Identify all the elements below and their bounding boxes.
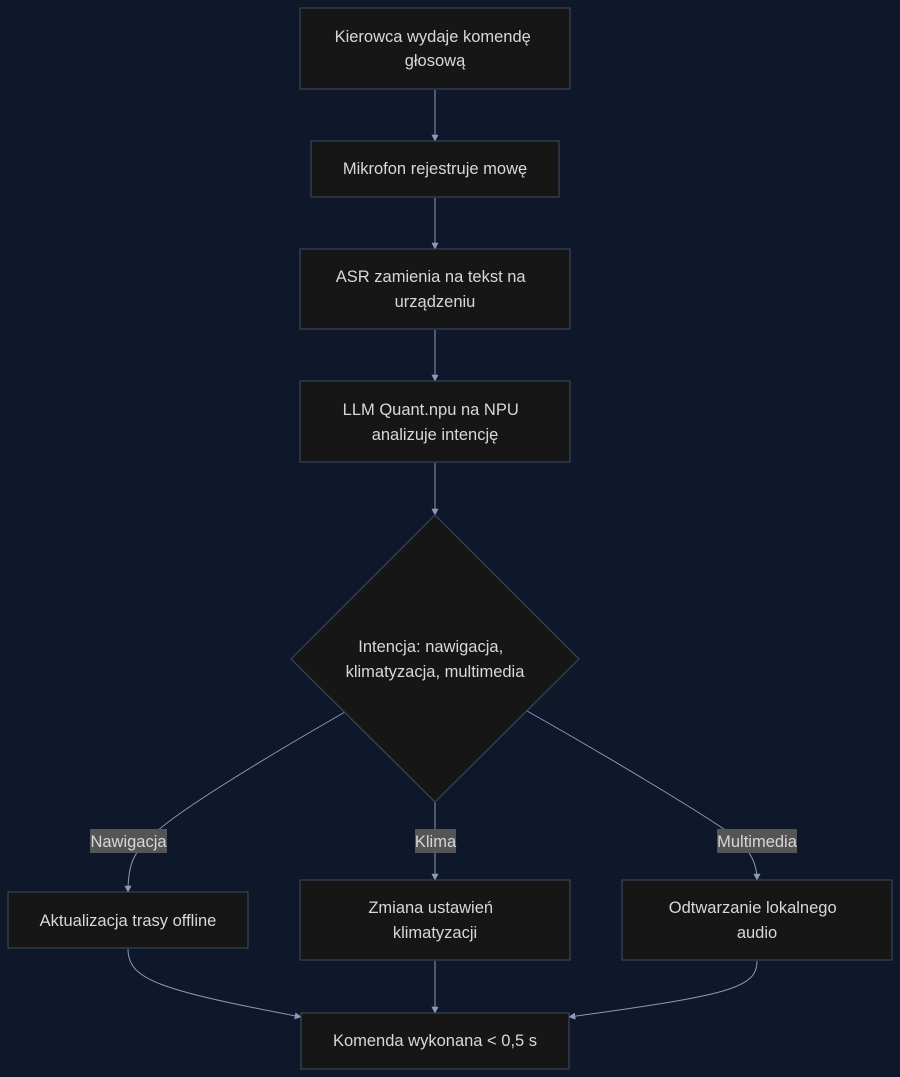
svg-text:Kierowca wydaje komendę: Kierowca wydaje komendę głosową xyxy=(335,28,536,70)
node-route-update: Aktualizacja trasy offline xyxy=(7,891,249,949)
edge-label-clim-text: Klima xyxy=(415,833,457,851)
node-intent-decision-line-2: klimatyzacja, multimedia xyxy=(346,663,526,681)
node-climate-change: Zmiana ustawień klimatyzacji xyxy=(299,879,571,961)
svg-text:Intencja: nawigacja, kli: Intencja: nawigacja, klimatyzacja, multi… xyxy=(346,638,526,681)
svg-text:Komenda wykonana < 0,5 s: Komenda wykonana < 0,5 s xyxy=(333,1032,537,1050)
edge-label-nav-text: Nawigacja xyxy=(90,833,167,851)
node-climate-change-line-2: klimatyzacji xyxy=(393,924,477,942)
svg-text:LLM Quant.npu na NPU ana: LLM Quant.npu na NPU analizuje intencję xyxy=(343,401,524,444)
edge-label-nav: Nawigacja xyxy=(90,829,167,853)
node-intent-decision: Intencja: nawigacja, klimatyzacja, multi… xyxy=(290,514,580,803)
node-command-done-line-1: Komenda wykonana < 0,5 s xyxy=(333,1032,537,1050)
edge-label-media: Multimedia xyxy=(717,829,798,853)
node-asr-line-1: ASR zamienia na tekst na xyxy=(336,268,527,286)
node-microphone-line-1: Mikrofon rejestruje mowę xyxy=(343,160,527,178)
node-local-audio-line-2: audio xyxy=(737,924,777,942)
node-local-audio-line-1: Odtwarzanie lokalnego xyxy=(669,899,837,917)
svg-text:Odtwarzanie lokalnego au: Odtwarzanie lokalnego audio xyxy=(669,899,841,942)
edge-label-clim: Klima xyxy=(415,829,457,853)
edge-label-media-text: Multimedia xyxy=(717,833,798,851)
node-command-done: Komenda wykonana < 0,5 s xyxy=(300,1012,570,1070)
edge-decision-nav xyxy=(124,711,346,893)
svg-text:Aktualizacja trasy offline: Aktualizacja trasy offline xyxy=(40,912,217,930)
edge-media-done xyxy=(568,960,758,1020)
svg-text:Zmiana ustawień klimatyz: Zmiana ustawień klimatyzacji xyxy=(368,899,497,942)
node-route-update-line-1: Aktualizacja trasy offline xyxy=(40,912,217,930)
node-driver-command: Kierowca wydaje komendę głosową xyxy=(299,7,571,90)
node-intent-decision-line-1: Intencja: nawigacja, xyxy=(358,638,503,656)
node-microphone: Mikrofon rejestruje mowę xyxy=(310,140,560,198)
svg-text:Mikrofon rejestruje mowę: Mikrofon rejestruje mowę xyxy=(343,160,527,178)
node-llm: LLM Quant.npu na NPU analizuje intencję xyxy=(299,380,571,463)
node-llm-line-2: analizuje intencję xyxy=(372,426,499,444)
node-driver-command-line-2: głosową xyxy=(405,52,466,70)
edge-nav-done xyxy=(127,948,302,1020)
node-asr-line-2: urządzeniu xyxy=(395,293,476,311)
node-llm-line-1: LLM Quant.npu na NPU xyxy=(343,401,519,419)
node-local-audio: Odtwarzanie lokalnego audio xyxy=(621,879,893,961)
edge-decision-media xyxy=(526,710,761,881)
node-climate-change-line-1: Zmiana ustawień xyxy=(368,899,493,917)
node-driver-command-line-1: Kierowca wydaje komendę xyxy=(335,28,531,46)
node-asr: ASR zamienia na tekst na urządzeniu xyxy=(299,248,571,330)
svg-text:ASR zamienia na tekst na: ASR zamienia na tekst na urządzeniu xyxy=(336,268,530,311)
